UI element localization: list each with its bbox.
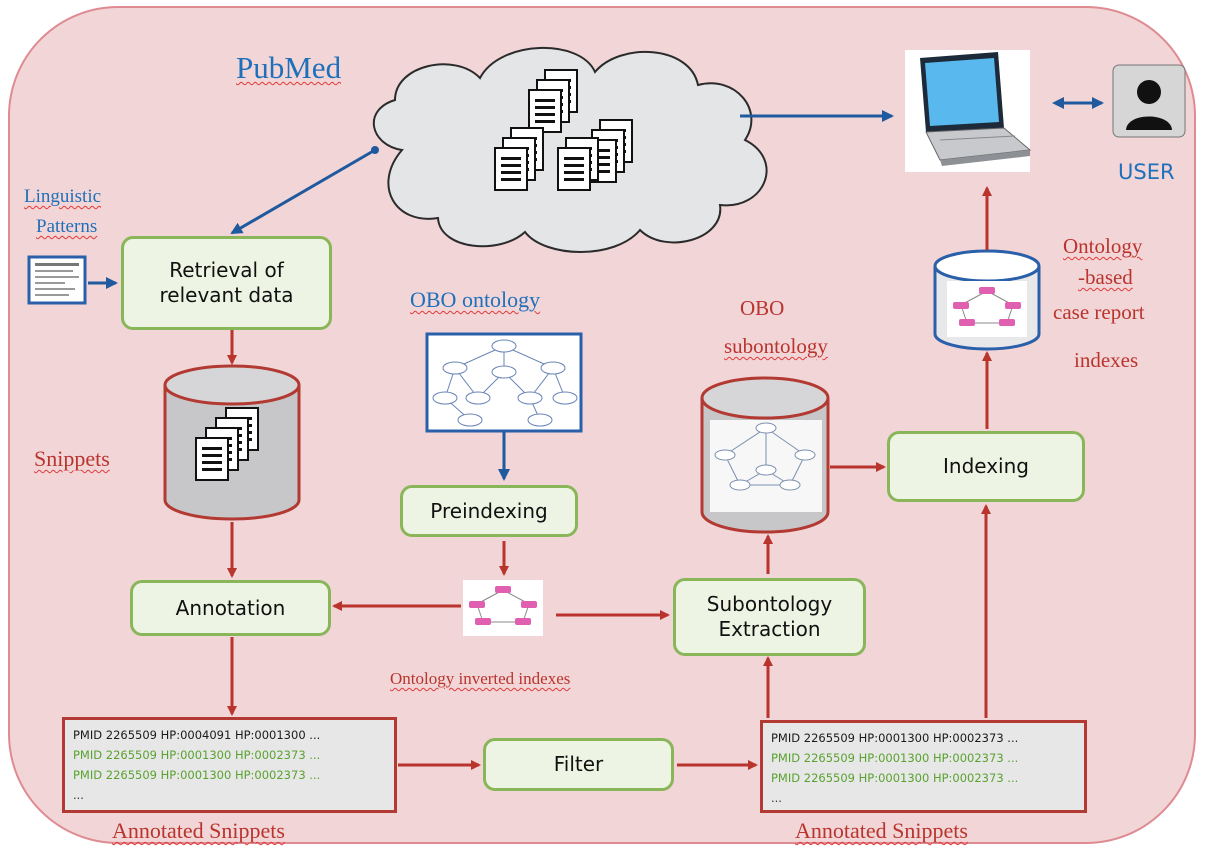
annotated-snippets-right: PMID 2265509 HP:0001300 HP:0002373 ... P… (760, 720, 1087, 813)
preindexing-box: Preindexing (400, 485, 578, 537)
blue-arrows (88, 97, 1104, 481)
case-label-1: Ontology (1063, 234, 1143, 258)
linguistic-label: Linguistic (24, 186, 102, 207)
snippet-row: PMID 2265509 HP:0001300 HP:0002373 ... (771, 751, 1019, 765)
case-label-4: indexes (1074, 348, 1139, 372)
obo-sub-label-2: subontology (724, 334, 828, 358)
case-report-database-icon (933, 249, 1041, 351)
inverted-indexes-label: Ontology inverted indexes (390, 669, 571, 688)
snippet-row: PMID 2265509 HP:0004091 HP:0001300 ... (73, 728, 321, 742)
snippet-row: ... (771, 791, 782, 805)
user-label: USER (1118, 160, 1175, 184)
filter-label: Filter (553, 752, 604, 776)
snippet-row: PMID 2265509 HP:0001300 HP:0002373 ... (73, 768, 321, 782)
case-label-2: -based (1078, 265, 1133, 289)
retrieval-line-2: relevant data (159, 283, 294, 307)
annotated-snippets-left: PMID 2265509 HP:0004091 HP:0001300 ... P… (62, 717, 397, 813)
ontology-graph-icon (425, 332, 583, 433)
snippet-row: PMID 2265509 HP:0001300 HP:0002373 ... (771, 731, 1019, 745)
annotation-label: Annotation (175, 595, 286, 620)
retrieval-box: Retrieval of relevant data (121, 236, 332, 330)
preindexing-label: Preindexing (430, 498, 548, 523)
annotated-left-label: Annotated Snippets (112, 818, 285, 843)
patterns-label: Patterns (36, 216, 98, 237)
red-arrows (227, 186, 992, 770)
annotated-right-label: Annotated Snippets (795, 818, 968, 843)
laptop-icon (905, 50, 1032, 172)
snippets-label: Snippets (34, 446, 110, 471)
snippet-row: PMID 2265509 HP:0001300 HP:0002373 ... (771, 771, 1019, 785)
indexing-box: Indexing (887, 431, 1085, 502)
obo-sub-label-1: OBO (740, 296, 785, 320)
annotation-box: Annotation (130, 580, 331, 636)
linguistic-patterns-icon (27, 255, 87, 305)
snippet-row: ... (73, 788, 84, 802)
subontology-line-2: Extraction (718, 617, 821, 641)
subontology-database-icon (700, 376, 830, 534)
inverted-index-icon (462, 579, 544, 637)
user-avatar-icon (1112, 64, 1186, 138)
obo-ontology-label: OBO ontology (410, 287, 541, 312)
subontology-line-1: Subontology (706, 592, 833, 616)
subontology-extraction-box: Subontology Extraction (673, 578, 866, 656)
retrieval-line-1: Retrieval of (169, 258, 284, 282)
filter-box: Filter (483, 738, 674, 791)
snippets-database-icon (163, 364, 301, 521)
snippet-row: PMID 2265509 HP:0001300 HP:0002373 ... (73, 748, 321, 762)
indexing-label: Indexing (943, 454, 1029, 478)
pubmed-label: PubMed (236, 50, 342, 85)
case-label-3: case report (1053, 300, 1145, 324)
